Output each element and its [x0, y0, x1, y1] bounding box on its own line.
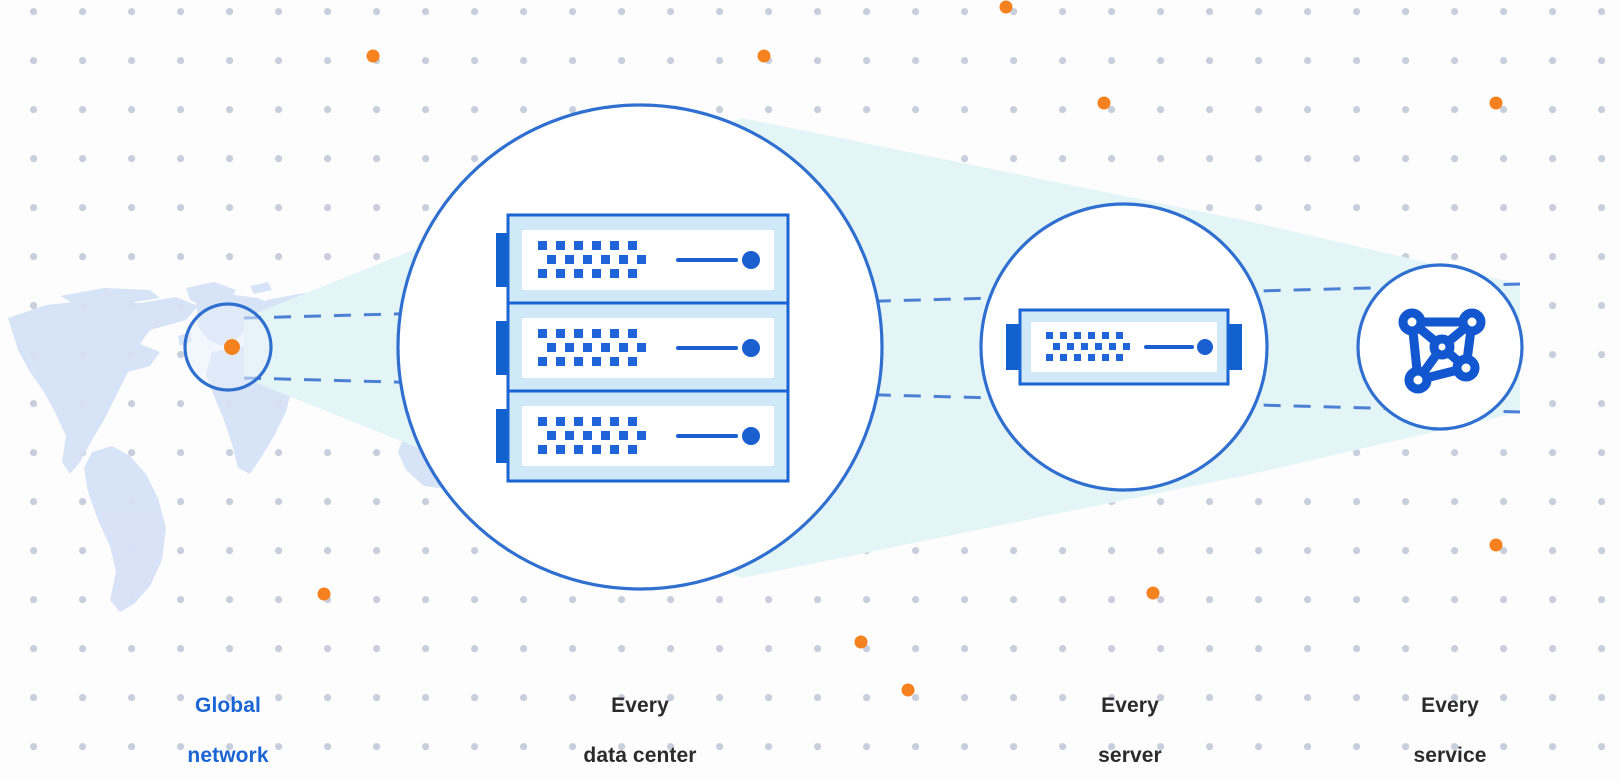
rack-unit-3 [494, 389, 790, 483]
mesh-node [1429, 334, 1455, 360]
mesh-node [1398, 308, 1426, 336]
service-circle-outline [1356, 263, 1524, 431]
orange-location-dot [224, 339, 240, 355]
single-server-icon [1004, 308, 1244, 386]
accent-dot [1146, 586, 1160, 600]
accent-dot [901, 683, 915, 697]
mesh-node [1452, 354, 1480, 382]
stage-every-service[interactable] [1356, 263, 1524, 431]
mesh-network-icon [1398, 308, 1486, 394]
rack-unit-2 [494, 301, 790, 395]
rack-unit-1 [494, 213, 790, 307]
global-network-circle [183, 302, 273, 392]
accent-dot [854, 635, 868, 649]
mesh-node [1404, 366, 1432, 394]
stage-global-network[interactable] [183, 302, 273, 392]
accent-dot [999, 0, 1013, 14]
accent-dot [1489, 96, 1503, 110]
mesh-node [1458, 308, 1486, 336]
accent-dot [317, 587, 331, 601]
data-center-circle-outline [396, 103, 884, 591]
accent-dot [1097, 96, 1111, 110]
stage-every-server[interactable] [979, 202, 1269, 492]
server-rack-icon [494, 213, 790, 483]
accent-dot [1489, 538, 1503, 552]
stage-every-data-center[interactable] [396, 103, 884, 591]
accent-dot-group [317, 0, 1503, 697]
server-circle-outline [979, 202, 1269, 492]
accent-dot [366, 49, 380, 63]
accent-dot [757, 49, 771, 63]
